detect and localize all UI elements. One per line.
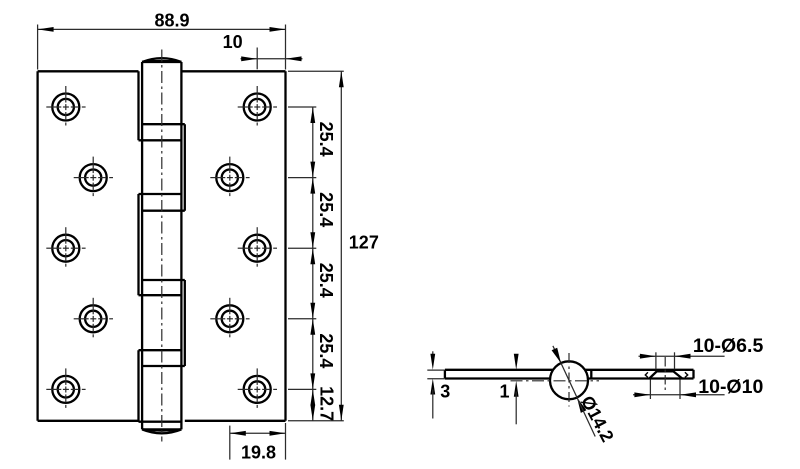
svg-text:25.4: 25.4 [316,333,336,368]
svg-text:10-Ø6.5: 10-Ø6.5 [693,335,764,357]
svg-text:25.4: 25.4 [316,263,336,298]
svg-text:88.9: 88.9 [154,10,189,30]
svg-text:12.7: 12.7 [316,386,336,421]
svg-text:25.4: 25.4 [316,192,336,227]
svg-text:19.8: 19.8 [241,442,276,462]
svg-text:10: 10 [223,32,243,52]
svg-text:10-Ø10: 10-Ø10 [698,376,763,398]
svg-text:25.4: 25.4 [316,122,336,157]
svg-text:1: 1 [499,381,509,401]
svg-text:127: 127 [349,232,379,252]
svg-text:3: 3 [440,381,450,401]
